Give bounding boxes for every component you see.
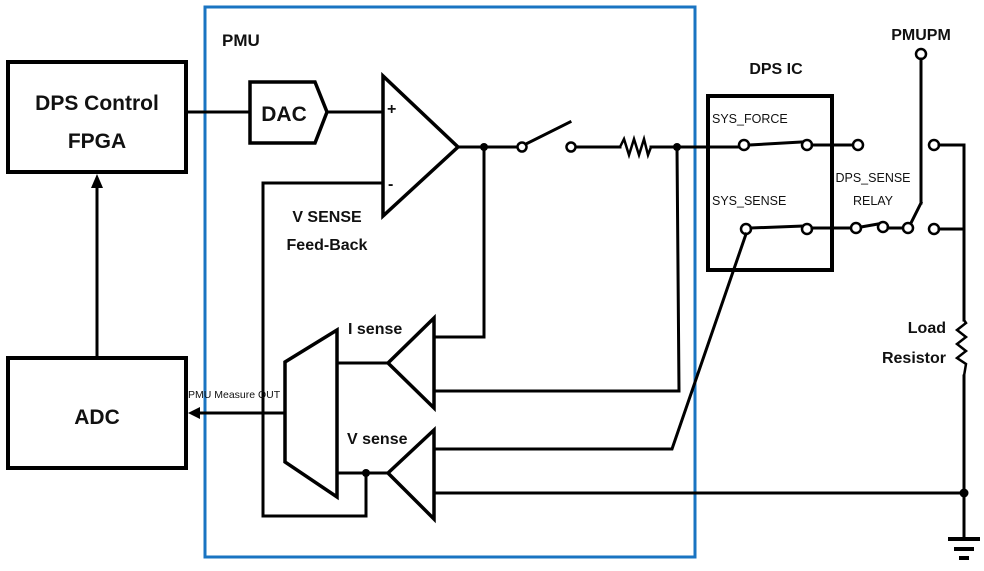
dac-block [248,80,329,145]
dps-sense-relay-label-line1: DPS_SENSE [835,171,910,185]
dac-label: DAC [261,103,307,126]
relay-blade [859,222,880,229]
load-rail-wire [937,143,966,322]
v-sense-label: V sense [347,431,408,448]
i-sense-label: I sense [348,321,402,338]
pmupm-switch-blade [908,200,924,226]
sense-resistor [618,134,653,160]
i-sense-amp [385,313,436,413]
v-sense-feedback-label-line1: V SENSE [292,209,362,226]
output-switch-blade [523,119,573,147]
pmu-label: PMU [222,31,260,50]
force-output-terminal [851,138,865,152]
load-resistor-label-line1: Load [908,320,946,337]
sys-force-label: SYS_FORCE [712,112,788,126]
opamp-minus: - [388,176,393,193]
v-sense-feedback-wire [261,181,385,518]
i-sense-input-b-wire [432,145,681,393]
relay-terminal [849,221,863,235]
switch-terminal [565,141,577,153]
i-sense-input-a-wire [432,145,486,339]
arrow-up-icon [91,174,103,188]
v-sense-feedback-label-line2: Feed-Back [287,237,368,254]
load-resistor-label-line2: Resistor [882,350,946,367]
pmu-measure-out-label: PMU Measure OUT [188,389,281,401]
load-resistor [954,319,969,377]
adc-label: ADC [74,406,120,429]
v-sense-amp [385,425,436,524]
arrow-left-icon [188,407,200,419]
fpga-block [6,60,188,174]
dps-sense-relay-label-line2: RELAY [853,194,894,208]
dps-ic-block [706,94,834,272]
dps-ic-label: DPS IC [749,61,803,78]
pmupm-label: PMUPM [891,27,951,44]
junction-node [362,469,370,477]
sys-force-switch-blade [747,140,804,147]
pmu-boundary [203,5,697,559]
v-sense-input-a-wire [432,232,748,451]
measure-mux [283,326,339,501]
sys-sense-label: SYS_SENSE [712,194,786,208]
fpga-label-line2: FPGA [68,130,126,153]
fpga-label-line1: DPS Control [35,92,159,115]
relay-terminal [901,221,915,235]
switch-terminal [516,141,528,153]
force-opamp [381,71,461,220]
opamp-plus: + [387,101,396,118]
sys-sense-switch-blade [749,224,804,230]
